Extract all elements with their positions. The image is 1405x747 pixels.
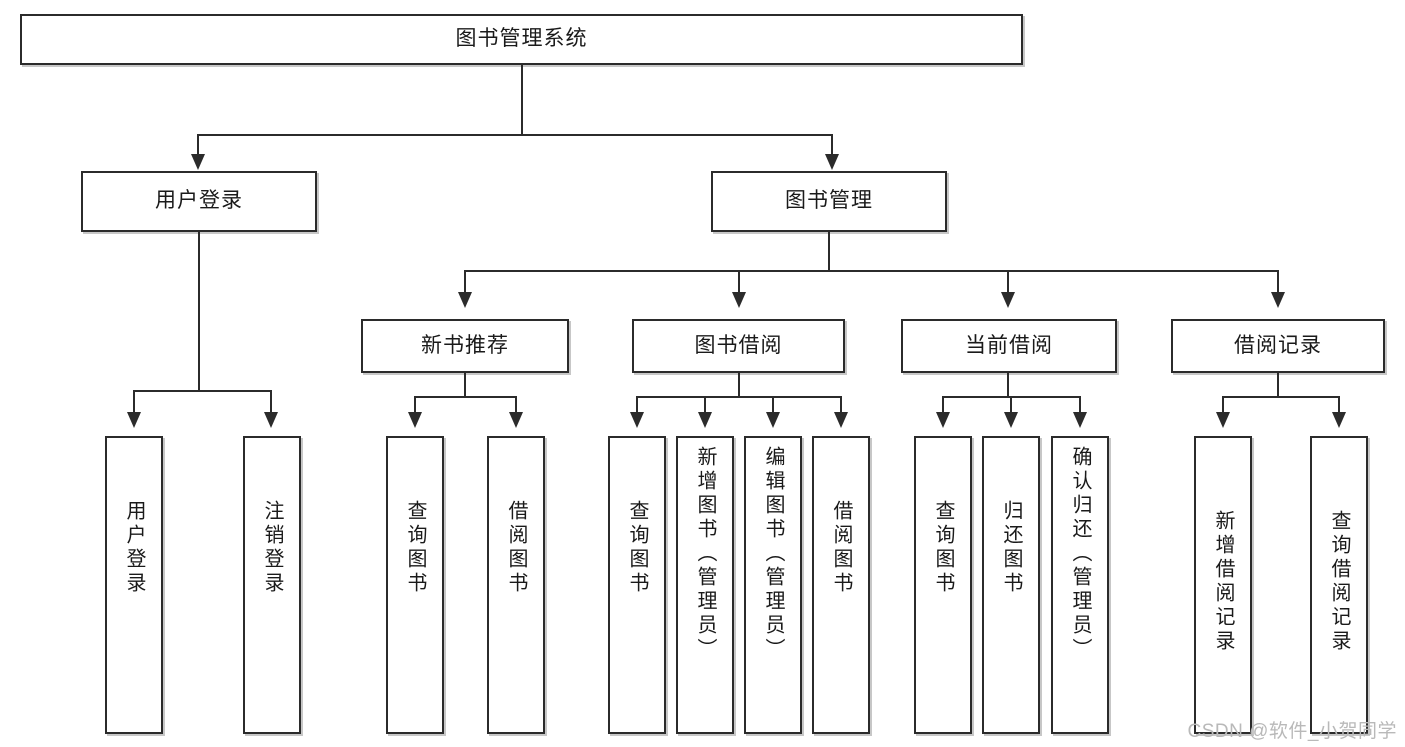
node-label: 借阅记录 — [1234, 333, 1322, 357]
connector-bm-drop-1 — [464, 270, 466, 295]
node-borrow-record[interactable]: 借阅记录 — [1171, 319, 1385, 373]
node-label: 当前借阅 — [965, 333, 1053, 357]
leaf-borrow-book-nbr[interactable]: 借阅图书 — [487, 436, 545, 734]
connector-user-login-trunk — [198, 232, 200, 392]
arrowhead-bb-leaf-2 — [698, 412, 712, 428]
leaf-query-book-bb[interactable]: 查询图书 — [608, 436, 666, 734]
node-new-book-recommend[interactable]: 新书推荐 — [361, 319, 569, 373]
leaf-label: 编辑图书（管理员） — [762, 446, 784, 662]
connector-bb-drop-2 — [704, 396, 706, 415]
connector-root-bus — [197, 134, 833, 136]
node-label: 新书推荐 — [421, 333, 509, 357]
arrowhead-nbr-leaf-1 — [408, 412, 422, 428]
connector-cb-drop-3 — [1079, 396, 1081, 415]
node-label: 图书管理 — [785, 189, 873, 213]
connector-bm-drop-3 — [1007, 270, 1009, 295]
connector-root-trunk — [521, 65, 523, 135]
arrowhead-user-login-leaf-1 — [127, 412, 141, 428]
arrowhead-user-login-leaf-2 — [264, 412, 278, 428]
arrowhead-bm-to-book-borrow — [732, 292, 746, 308]
connector-bm-drop-4 — [1277, 270, 1279, 295]
leaf-label: 查询图书 — [626, 500, 648, 596]
leaf-label: 查询图书 — [932, 500, 954, 596]
connector-br-drop-1 — [1222, 396, 1224, 415]
connector-cb-drop-2 — [1010, 396, 1012, 415]
node-label: 图书管理系统 — [455, 27, 588, 51]
leaf-add-borrow-record[interactable]: 新增借阅记录 — [1194, 436, 1252, 734]
arrowhead-bb-leaf-3 — [766, 412, 780, 428]
connector-cb-trunk — [1007, 373, 1009, 398]
csdn-watermark: CSDN @软件_小贺同学 — [1187, 721, 1397, 742]
leaf-user-login[interactable]: 用户登录 — [105, 436, 163, 734]
arrowhead-bm-to-borrow-record — [1271, 292, 1285, 308]
connector-book-management-bus — [464, 270, 1277, 272]
node-label: 用户登录 — [155, 189, 243, 213]
leaf-borrow-book-bb[interactable]: 借阅图书 — [812, 436, 870, 734]
connector-user-login-drop-1 — [133, 390, 135, 415]
connector-nbr-drop-2 — [515, 396, 517, 415]
leaf-add-book-admin[interactable]: 新增图书（管理员） — [676, 436, 734, 734]
connector-br-bus — [1222, 396, 1340, 398]
node-label: 图书借阅 — [694, 333, 783, 357]
leaf-label: 借阅图书 — [830, 500, 852, 596]
connector-cb-drop-1 — [942, 396, 944, 415]
leaf-label: 新增图书（管理员） — [694, 446, 716, 662]
leaf-edit-book-admin[interactable]: 编辑图书（管理员） — [744, 436, 802, 734]
connector-bb-drop-4 — [840, 396, 842, 415]
connector-user-login-drop-2 — [270, 390, 272, 415]
arrowhead-cb-leaf-2 — [1004, 412, 1018, 428]
leaf-label: 新增借阅记录 — [1212, 510, 1234, 654]
connector-br-trunk — [1277, 373, 1279, 398]
arrowhead-nbr-leaf-2 — [509, 412, 523, 428]
node-book-borrow[interactable]: 图书借阅 — [632, 319, 845, 373]
node-book-management[interactable]: 图书管理 — [711, 171, 947, 232]
connector-bb-trunk — [738, 373, 740, 398]
connector-bb-drop-3 — [772, 396, 774, 415]
leaf-label: 用户登录 — [123, 500, 145, 596]
arrowhead-bm-to-new-book-recommend — [458, 292, 472, 308]
node-root-book-management-system[interactable]: 图书管理系统 — [20, 14, 1023, 65]
leaf-query-book-nbr[interactable]: 查询图书 — [386, 436, 444, 734]
leaf-query-book-cb[interactable]: 查询图书 — [914, 436, 972, 734]
arrowhead-root-to-user-login — [191, 154, 205, 170]
node-current-borrow[interactable]: 当前借阅 — [901, 319, 1117, 373]
leaf-label: 查询图书 — [404, 500, 426, 596]
arrowhead-bb-leaf-4 — [834, 412, 848, 428]
connector-nbr-drop-1 — [414, 396, 416, 415]
arrowhead-cb-leaf-1 — [936, 412, 950, 428]
leaf-label: 借阅图书 — [505, 500, 527, 596]
leaf-label: 查询借阅记录 — [1328, 510, 1350, 654]
connector-br-drop-2 — [1338, 396, 1340, 415]
arrowhead-bb-leaf-1 — [630, 412, 644, 428]
connector-root-to-book-management — [831, 134, 833, 156]
connector-root-to-user-login — [197, 134, 199, 156]
leaf-query-borrow-record[interactable]: 查询借阅记录 — [1310, 436, 1368, 734]
arrowhead-root-to-book-management — [825, 154, 839, 170]
leaf-label: 注销登录 — [261, 500, 283, 596]
connector-bm-drop-2 — [738, 270, 740, 295]
arrowhead-cb-leaf-3 — [1073, 412, 1087, 428]
arrowhead-bm-to-current-borrow — [1001, 292, 1015, 308]
connector-book-management-trunk — [828, 232, 830, 272]
arrowhead-br-leaf-2 — [1332, 412, 1346, 428]
connector-bb-bus — [636, 396, 841, 398]
connector-user-login-bus — [133, 390, 271, 392]
leaf-return-book[interactable]: 归还图书 — [982, 436, 1040, 734]
leaf-logout[interactable]: 注销登录 — [243, 436, 301, 734]
connector-bb-drop-1 — [636, 396, 638, 415]
node-user-login[interactable]: 用户登录 — [81, 171, 317, 232]
arrowhead-br-leaf-1 — [1216, 412, 1230, 428]
leaf-label: 确认归还（管理员） — [1069, 446, 1091, 662]
connector-nbr-bus — [414, 396, 517, 398]
leaf-label: 归还图书 — [1000, 500, 1022, 596]
leaf-confirm-return-admin[interactable]: 确认归还（管理员） — [1051, 436, 1109, 734]
connector-nbr-trunk — [464, 373, 466, 398]
